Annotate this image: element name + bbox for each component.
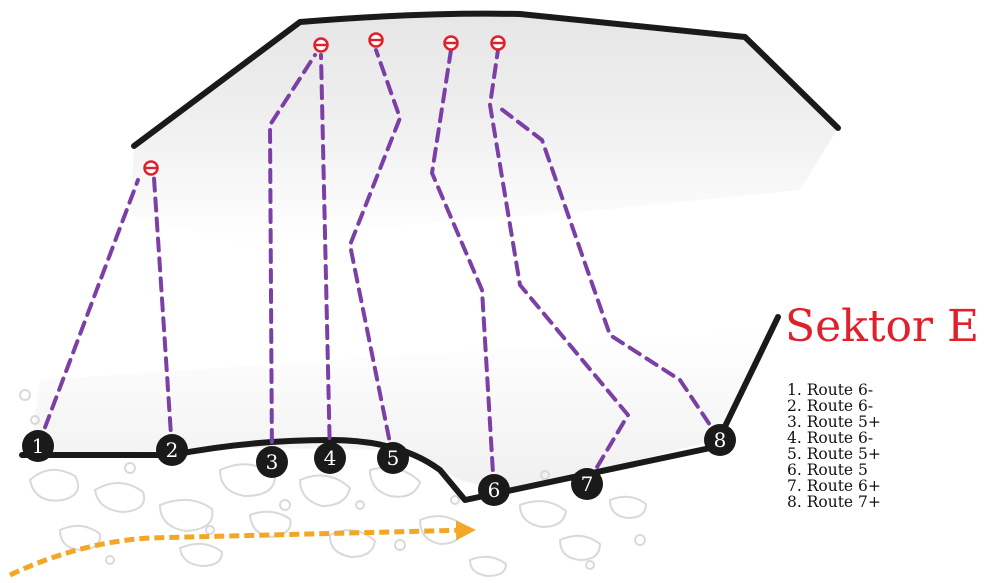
legend-item: 4. Route 6- bbox=[787, 429, 874, 447]
lower-off-anchor-icon bbox=[443, 35, 459, 51]
anchors bbox=[143, 32, 506, 176]
route-start-marker-icon bbox=[478, 474, 510, 506]
approach-arrow-icon bbox=[8, 520, 476, 578]
lower-off-anchor-icon bbox=[490, 35, 506, 51]
legend-item: 7. Route 6+ bbox=[787, 477, 881, 495]
route-number-label: 7 bbox=[581, 472, 594, 496]
route-number-label: 6 bbox=[488, 478, 501, 502]
route-line-1 bbox=[36, 178, 140, 448]
legend-item: 2. Route 6- bbox=[787, 397, 874, 415]
route-start-marker-7: 7 bbox=[571, 468, 603, 500]
route-line-2 bbox=[152, 176, 174, 452]
route-start-marker-icon bbox=[314, 442, 346, 474]
lower-off-anchor-icon bbox=[313, 37, 329, 53]
roof-outline bbox=[131, 10, 841, 149]
route-line-3 bbox=[268, 53, 317, 464]
legend-item: 3. Route 5+ bbox=[787, 413, 881, 431]
route-start-marker-1: 1 bbox=[22, 430, 54, 462]
base-outline bbox=[19, 314, 781, 503]
route-start-marker-icon bbox=[571, 468, 603, 500]
overhang-roof-shading bbox=[130, 14, 838, 245]
route-start-marker-2: 2 bbox=[156, 434, 188, 466]
route-start-marker-icon bbox=[704, 424, 736, 456]
route-start-marker-icon bbox=[256, 446, 288, 478]
route-start-marker-6: 6 bbox=[478, 474, 510, 506]
start-markers: 1 2 3 4 5 6 7 8 bbox=[22, 424, 736, 506]
route-line-8 bbox=[494, 103, 722, 442]
route-line-7 bbox=[488, 48, 630, 486]
route-start-marker-8: 8 bbox=[704, 424, 736, 456]
lower-off-anchor-icon bbox=[368, 32, 384, 48]
route-start-marker-3: 3 bbox=[256, 446, 288, 478]
route-number-label: 3 bbox=[266, 450, 279, 474]
route-line-4 bbox=[319, 53, 332, 460]
route-line-6 bbox=[430, 48, 496, 492]
route-number-label: 2 bbox=[166, 438, 179, 462]
route-start-marker-icon bbox=[22, 430, 54, 462]
route-number-label: 5 bbox=[387, 446, 400, 470]
route-number-label: 1 bbox=[32, 434, 45, 458]
route-start-marker-icon bbox=[156, 434, 188, 466]
route-start-marker-5: 5 bbox=[377, 442, 409, 474]
legend-item: 6. Route 5 bbox=[787, 461, 868, 479]
legend-item: 5. Route 5+ bbox=[787, 445, 881, 463]
sector-title: Sektor E bbox=[785, 301, 980, 352]
route-start-marker-icon bbox=[377, 442, 409, 474]
legend-item: 8. Route 7+ bbox=[787, 493, 881, 511]
route-number-label: 8 bbox=[714, 428, 727, 452]
route-legend: 1. Route 6- 2. Route 6- 3. Route 5+ 4. R… bbox=[787, 382, 881, 510]
route-number-label: 4 bbox=[324, 446, 337, 470]
route-start-marker-4: 4 bbox=[314, 442, 346, 474]
route-line-5 bbox=[348, 48, 402, 460]
lower-off-anchor-icon bbox=[143, 160, 159, 176]
wall-face-shading bbox=[30, 330, 780, 490]
legend-item: 1. Route 6- bbox=[787, 381, 874, 399]
route-lines bbox=[36, 48, 722, 492]
